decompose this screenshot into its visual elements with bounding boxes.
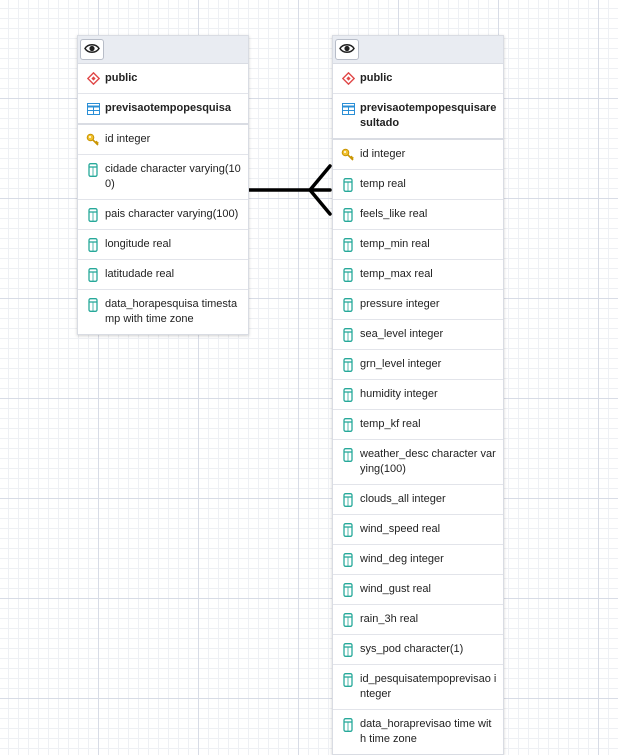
column-name: rain_3h real	[360, 613, 419, 625]
column-row: feels_like real	[333, 200, 503, 230]
column-row: sys_pod character(1)	[333, 635, 503, 665]
column-list: id integer cidade character varying(100) p…	[78, 125, 248, 334]
schema-row: public	[333, 64, 503, 94]
column-row: weather_desc character varying(100)	[333, 440, 503, 485]
table-icon	[86, 101, 100, 116]
column-row: data_horapesquisa timestamp with time zo…	[78, 290, 248, 334]
column-icon	[341, 177, 355, 192]
column-icon	[341, 717, 355, 732]
column-name: sys_pod character(1)	[360, 643, 464, 655]
column-row: wind_speed real	[333, 515, 503, 545]
column-icon	[341, 642, 355, 657]
column-row: data_horaprevisao time with time zone	[333, 710, 503, 754]
column-icon	[86, 162, 100, 177]
details-toggle-button[interactable]	[335, 39, 359, 60]
column-icon	[341, 522, 355, 537]
eye-icon	[339, 43, 355, 57]
primary-key-column-row: id integer	[333, 140, 503, 170]
column-name: id integer	[105, 133, 151, 145]
column-name: id integer	[360, 148, 406, 160]
column-row: pais character varying(100)	[78, 200, 248, 230]
column-name: temp_max real	[360, 268, 433, 280]
column-name: weather_desc character varying(100)	[360, 448, 496, 475]
column-name: latitudade real	[105, 268, 175, 280]
column-name: wind_gust real	[360, 583, 431, 595]
column-row: temp real	[333, 170, 503, 200]
column-icon	[341, 447, 355, 462]
column-icon	[341, 357, 355, 372]
column-row: clouds_all integer	[333, 485, 503, 515]
column-icon	[341, 387, 355, 402]
column-name: wind_speed real	[360, 523, 441, 535]
column-list: id integer temp real feels_like real temp_m…	[333, 140, 503, 754]
column-name: data_horapesquisa timestamp with time zo…	[105, 298, 238, 325]
column-row: cidade character varying(100)	[78, 155, 248, 200]
column-icon	[341, 267, 355, 282]
schema-icon	[341, 71, 355, 86]
table-node-previsaotempopesquisaresultado[interactable]: public previsaotempopesquisaresultado id…	[332, 35, 504, 755]
column-icon	[341, 327, 355, 342]
column-icon	[341, 207, 355, 222]
column-icon	[341, 672, 355, 687]
relationship-line[interactable]	[0, 0, 618, 739]
column-row: temp_min real	[333, 230, 503, 260]
column-icon	[341, 297, 355, 312]
column-row: wind_deg integer	[333, 545, 503, 575]
column-name: sea_level integer	[360, 328, 444, 340]
column-name: cidade character varying(100)	[105, 163, 241, 190]
column-row: pressure integer	[333, 290, 503, 320]
table-name: previsaotempopesquisaresultado	[360, 102, 497, 129]
key-icon	[86, 132, 100, 147]
table-toolbar	[333, 36, 503, 64]
column-name: longitude real	[105, 238, 172, 250]
column-row: longitude real	[78, 230, 248, 260]
column-icon	[86, 267, 100, 282]
column-name: data_horaprevisao time with time zone	[360, 718, 492, 745]
table-toolbar	[78, 36, 248, 64]
column-name: pais character varying(100)	[105, 208, 239, 220]
schema-row: public	[78, 64, 248, 94]
column-row: id_pesquisatempoprevisao integer	[333, 665, 503, 710]
table-node-previsaotempopesquisa[interactable]: public previsaotempopesquisa id integer c…	[77, 35, 249, 335]
column-icon	[86, 297, 100, 312]
column-name: pressure integer	[360, 298, 440, 310]
column-row: grn_level integer	[333, 350, 503, 380]
eye-icon	[84, 43, 100, 57]
column-name: id_pesquisatempoprevisao integer	[360, 673, 497, 700]
table-name: previsaotempopesquisa	[105, 102, 231, 114]
schema-icon	[86, 71, 100, 86]
column-row: latitudade real	[78, 260, 248, 290]
column-icon	[341, 582, 355, 597]
column-row: sea_level integer	[333, 320, 503, 350]
column-row: wind_gust real	[333, 575, 503, 605]
table-icon	[341, 101, 355, 116]
key-icon	[341, 147, 355, 162]
column-icon	[341, 492, 355, 507]
column-icon	[86, 237, 100, 252]
column-name: wind_deg integer	[360, 553, 444, 565]
column-icon	[341, 552, 355, 567]
column-icon	[341, 417, 355, 432]
column-name: feels_like real	[360, 208, 428, 220]
column-row: temp_max real	[333, 260, 503, 290]
column-name: grn_level integer	[360, 358, 442, 370]
column-name: humidity integer	[360, 388, 438, 400]
table-title-row: previsaotempopesquisaresultado	[333, 94, 503, 140]
primary-key-column-row: id integer	[78, 125, 248, 155]
details-toggle-button[interactable]	[80, 39, 104, 60]
column-name: temp_min real	[360, 238, 430, 250]
column-icon	[341, 237, 355, 252]
schema-name: public	[105, 72, 138, 84]
column-name: clouds_all integer	[360, 493, 446, 505]
column-name: temp real	[360, 178, 406, 190]
column-name: temp_kf real	[360, 418, 421, 430]
column-row: temp_kf real	[333, 410, 503, 440]
table-title-row: previsaotempopesquisa	[78, 94, 248, 125]
column-icon	[86, 207, 100, 222]
column-row: rain_3h real	[333, 605, 503, 635]
schema-name: public	[360, 72, 393, 84]
column-row: humidity integer	[333, 380, 503, 410]
column-icon	[341, 612, 355, 627]
